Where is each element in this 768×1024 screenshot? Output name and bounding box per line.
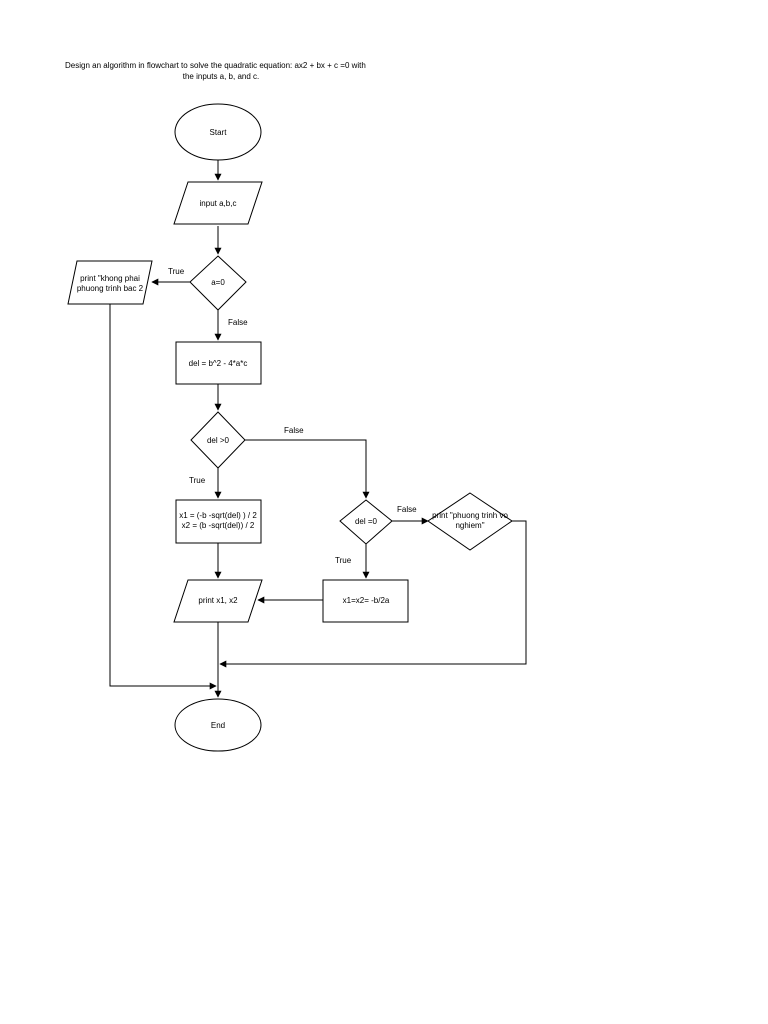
calc-roots-line-1: x1 = (-b -sqrt(del) ) / 2 [179, 511, 257, 520]
print-not-quadratic-line-2: phuong trinh bac 2 [77, 284, 144, 293]
print-no-solution-line-1: print "phuong trinh vo [432, 511, 508, 520]
calc-del-process [175, 341, 262, 385]
calc-double-root-process [322, 579, 409, 623]
cond-del-pos-label: del >0 [207, 436, 230, 445]
edge-no-solution-to-merge [219, 520, 527, 668]
edge-label-del-pos-true: True [189, 476, 206, 485]
end-terminal [174, 698, 262, 752]
calc-double-root-label: x1=x2= -b/2a [343, 596, 390, 605]
edge-label-a-true: True [168, 267, 185, 276]
cond-del-pos-diamond [190, 411, 246, 469]
edge-label-del-zero-true: True [335, 556, 352, 565]
print-not-quadratic-parallelogram [67, 260, 153, 305]
edge-not-quadratic-to-end [109, 304, 217, 690]
print-roots-parallelogram [173, 579, 263, 623]
print-no-solution-line-2: nghiem" [455, 521, 484, 530]
edge-cond-pos-false [245, 439, 370, 499]
title-line-2: the inputs a, b, and c. [183, 72, 260, 81]
cond-a-label: a=0 [211, 278, 225, 287]
title-line-1: Design an algorithm in flowchart to solv… [65, 61, 366, 70]
calc-roots-line-2: x2 = (b -sqrt(del)) / 2 [182, 521, 255, 530]
start-terminal [174, 103, 262, 161]
start-label: Start [210, 128, 228, 137]
cond-a-diamond [189, 255, 247, 311]
edges [109, 160, 527, 698]
end-label: End [211, 721, 225, 730]
input-label: input a,b,c [200, 199, 237, 208]
calc-roots-process [175, 499, 262, 544]
input-parallelogram [173, 181, 263, 225]
print-not-quadratic-line-1: print "khong phai [80, 274, 140, 283]
cond-del-zero-label: del =0 [355, 517, 378, 526]
edge-label-del-zero-false: False [397, 505, 417, 514]
edge-label-a-false: False [228, 318, 248, 327]
cond-del-zero-diamond [339, 499, 393, 545]
edge-label-del-pos-false: False [284, 426, 304, 435]
print-roots-label: print x1, x2 [198, 596, 238, 605]
calc-del-label: del = b^2 - 4*a*c [189, 359, 248, 368]
print-no-solution-diamond [427, 492, 513, 551]
